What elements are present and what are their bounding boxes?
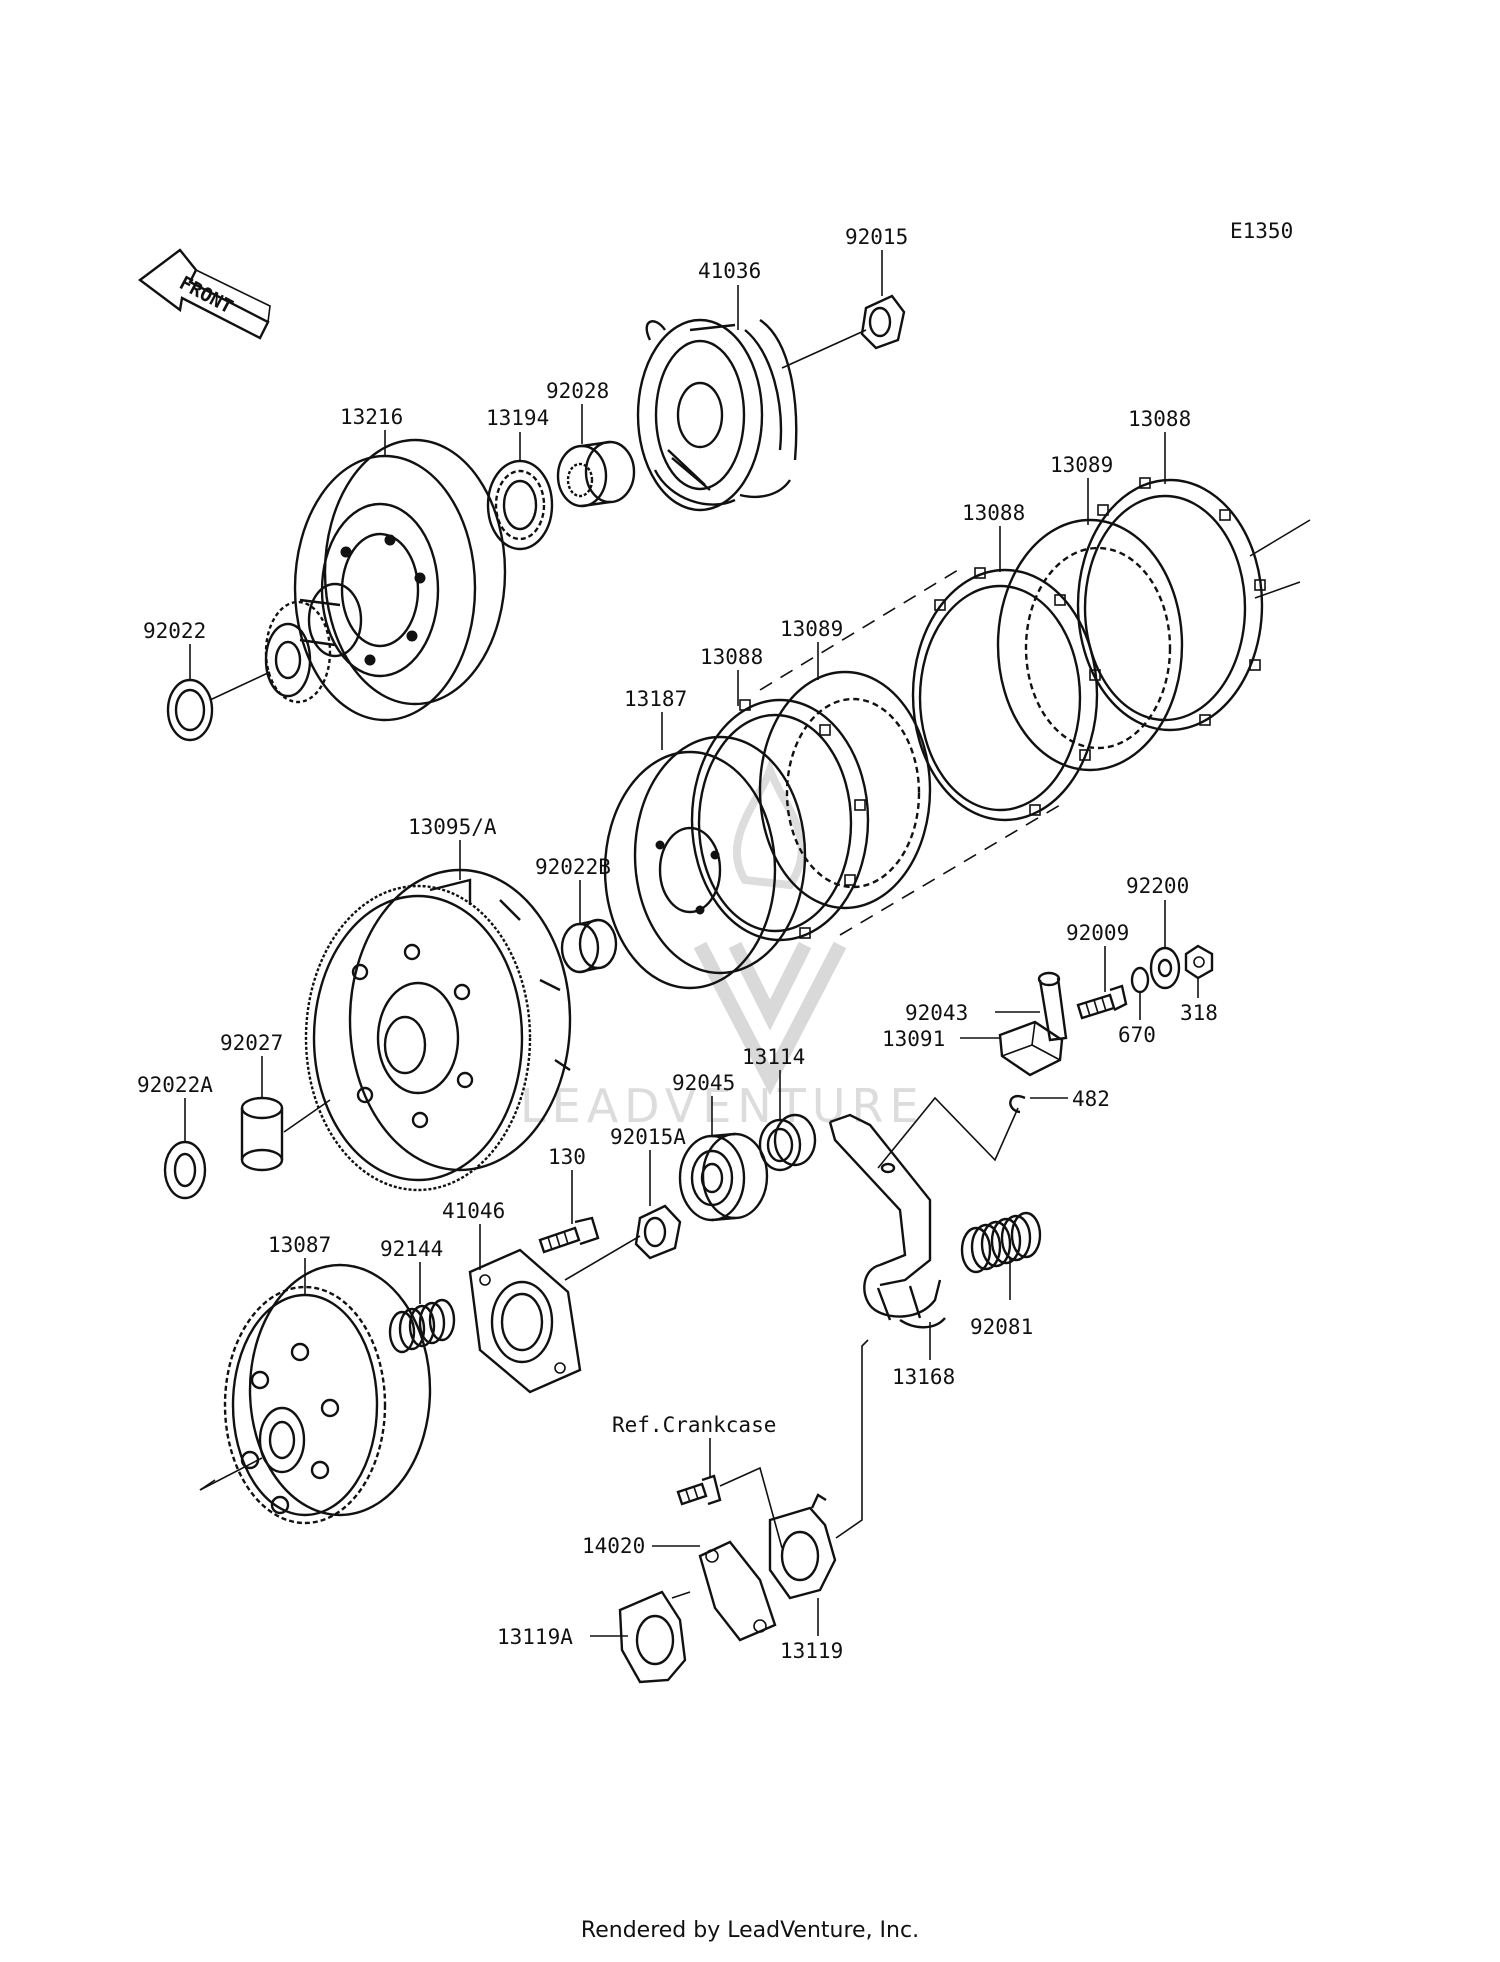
part-13194-one-way-clutch[interactable] bbox=[486, 459, 554, 551]
label-92200: 92200 bbox=[1126, 874, 1189, 898]
part-13216-housing[interactable] bbox=[264, 438, 507, 722]
label-130: 130 bbox=[548, 1145, 586, 1169]
label-92028: 92028 bbox=[546, 379, 609, 403]
part-92009-screw[interactable] bbox=[1076, 984, 1128, 1020]
part-13168-release-lever[interactable] bbox=[828, 1113, 946, 1329]
label-92081: 92081 bbox=[970, 1315, 1033, 1339]
part-crankcase-stud[interactable] bbox=[676, 1474, 722, 1506]
label-92015A: 92015A bbox=[610, 1125, 686, 1149]
label-13095: 13095/A bbox=[408, 815, 497, 839]
part-318-nut[interactable] bbox=[1184, 944, 1214, 980]
label-482: 482 bbox=[1072, 1087, 1110, 1111]
part-92200-washer[interactable] bbox=[1149, 946, 1181, 990]
label-92022B: 92022B bbox=[535, 855, 611, 879]
label-92027: 92027 bbox=[220, 1031, 283, 1055]
label-92043: 92043 bbox=[905, 1001, 968, 1025]
part-13091-block[interactable] bbox=[998, 1020, 1064, 1077]
part-92043-pin[interactable] bbox=[1037, 971, 1068, 1042]
front-arrow-icon: FRONT bbox=[138, 248, 271, 340]
part-92022-washer[interactable] bbox=[166, 678, 214, 742]
part-670-o-ring[interactable] bbox=[1130, 966, 1150, 994]
label-41046: 41046 bbox=[442, 1199, 505, 1223]
part-92045-bearing[interactable] bbox=[678, 1132, 769, 1222]
label-318: 318 bbox=[1180, 1001, 1218, 1025]
part-130-bolt[interactable] bbox=[538, 1216, 600, 1254]
label-41036: 41036 bbox=[698, 259, 761, 283]
part-13089-steel-plate-a[interactable] bbox=[996, 518, 1184, 772]
label-14020: 14020 bbox=[582, 1534, 645, 1558]
part-14020-plate[interactable] bbox=[698, 1540, 777, 1642]
label-13089-b: 13089 bbox=[780, 617, 843, 641]
part-92081-spring[interactable] bbox=[960, 1211, 1042, 1274]
part-92027-collar[interactable] bbox=[240, 1096, 284, 1172]
label-92022: 92022 bbox=[143, 619, 206, 643]
label-13119A: 13119A bbox=[497, 1625, 573, 1649]
part-92015-nut[interactable] bbox=[860, 294, 906, 350]
footer-credit: Rendered by LeadVenture, Inc. bbox=[580, 1918, 920, 1943]
label-13091: 13091 bbox=[882, 1027, 945, 1051]
label-13119: 13119 bbox=[780, 1639, 843, 1663]
ref-crankcase-label: Ref.Crankcase bbox=[612, 1413, 776, 1437]
part-92022A-washer[interactable] bbox=[163, 1140, 207, 1200]
label-92144: 92144 bbox=[380, 1237, 443, 1261]
label-92045: 92045 bbox=[672, 1071, 735, 1095]
part-41046-bearing-plate[interactable] bbox=[468, 1248, 582, 1394]
label-92009: 92009 bbox=[1066, 921, 1129, 945]
part-13089-steel-plate-b[interactable] bbox=[758, 670, 932, 910]
label-13187: 13187 bbox=[624, 687, 687, 711]
label-13087: 13087 bbox=[268, 1233, 331, 1257]
part-13095-clutch-hub[interactable] bbox=[304, 868, 572, 1192]
label-13088-c: 13088 bbox=[700, 645, 763, 669]
label-92022A: 92022A bbox=[137, 1073, 213, 1097]
part-13187-pressure-plate[interactable] bbox=[603, 735, 807, 990]
label-13168: 13168 bbox=[892, 1365, 955, 1389]
label-13089-a: 13089 bbox=[1050, 453, 1113, 477]
label-13194: 13194 bbox=[486, 406, 549, 430]
part-92144-spring[interactable] bbox=[388, 1298, 456, 1354]
label-13088-a: 13088 bbox=[1128, 407, 1191, 431]
part-13087-clutch-boss[interactable] bbox=[223, 1263, 432, 1525]
part-41036-clutch-shoe[interactable] bbox=[636, 318, 798, 512]
part-13088-friction-plate-a[interactable] bbox=[1076, 477, 1266, 732]
part-92015A-nut[interactable] bbox=[634, 1204, 682, 1260]
diagram-code: E1350 bbox=[1230, 219, 1293, 243]
part-92022B-washer[interactable] bbox=[560, 918, 618, 974]
label-13216: 13216 bbox=[340, 405, 403, 429]
part-13088-friction-plate-b[interactable] bbox=[911, 567, 1101, 822]
part-13119-cam[interactable] bbox=[768, 1493, 837, 1600]
label-92015: 92015 bbox=[845, 225, 908, 249]
label-13088-b: 13088 bbox=[962, 501, 1025, 525]
part-92028-bushing[interactable] bbox=[556, 440, 636, 508]
label-670: 670 bbox=[1118, 1023, 1156, 1047]
part-13119A-cam[interactable] bbox=[618, 1590, 691, 1684]
label-13114: 13114 bbox=[742, 1045, 805, 1069]
watermark-text: LEADVENTURE bbox=[520, 1079, 925, 1133]
